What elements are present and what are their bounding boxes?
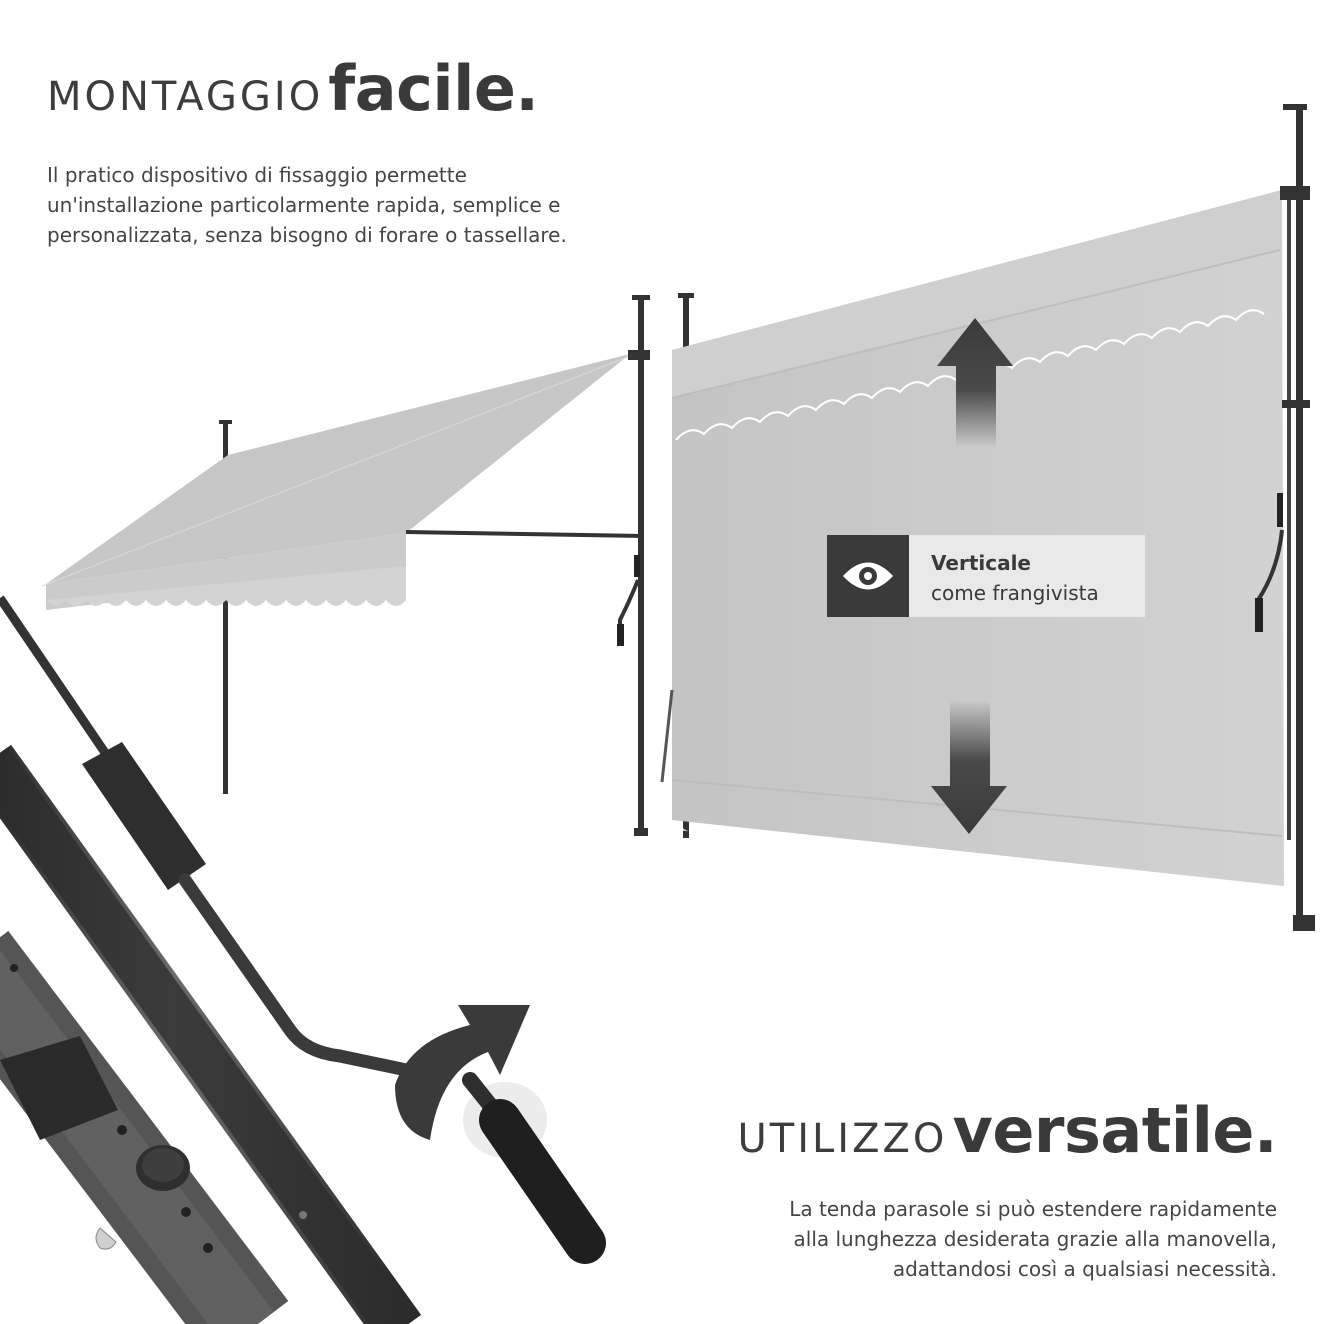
crank-closeup — [0, 595, 606, 1324]
vertical-awning — [660, 104, 1315, 958]
badge-subtitle: come frangivista — [931, 581, 1099, 605]
heading-montaggio: MONTAGGIO facile. — [47, 52, 539, 125]
paragraph-bottom-line: adattandosi così a qualsiasi necessità. — [892, 1257, 1277, 1281]
heading-bottom-light: UTILIZZO — [737, 1116, 948, 1162]
paragraph-bottom-line: La tenda parasole si può estendere rapid… — [789, 1197, 1277, 1221]
paragraph-top: Il pratico dispositivo di fissaggio perm… — [47, 160, 667, 250]
extended-awning — [41, 295, 650, 836]
badge-title: Verticale — [931, 551, 1031, 575]
badge-text: Verticale come frangivista — [909, 535, 1145, 617]
eye-icon — [827, 535, 909, 617]
paragraph-bottom: La tenda parasole si può estendere rapid… — [637, 1194, 1277, 1284]
paragraph-bottom-line: alla lunghezza desiderata grazie alla ma… — [793, 1227, 1277, 1251]
paragraph-top-line: Il pratico dispositivo di fissaggio perm… — [47, 163, 467, 187]
paragraph-top-line: personalizzata, senza bisogno di forare … — [47, 223, 567, 247]
feature-badge: Verticale come frangivista — [827, 535, 1145, 617]
paragraph-top-line: un'installazione particolarmente rapida,… — [47, 193, 561, 217]
heading-top-bold: facile. — [328, 52, 539, 125]
heading-utilizzo: UTILIZZO versatile. — [737, 1094, 1277, 1167]
heading-top-light: MONTAGGIO — [47, 74, 324, 120]
heading-bottom-bold: versatile. — [952, 1094, 1277, 1167]
